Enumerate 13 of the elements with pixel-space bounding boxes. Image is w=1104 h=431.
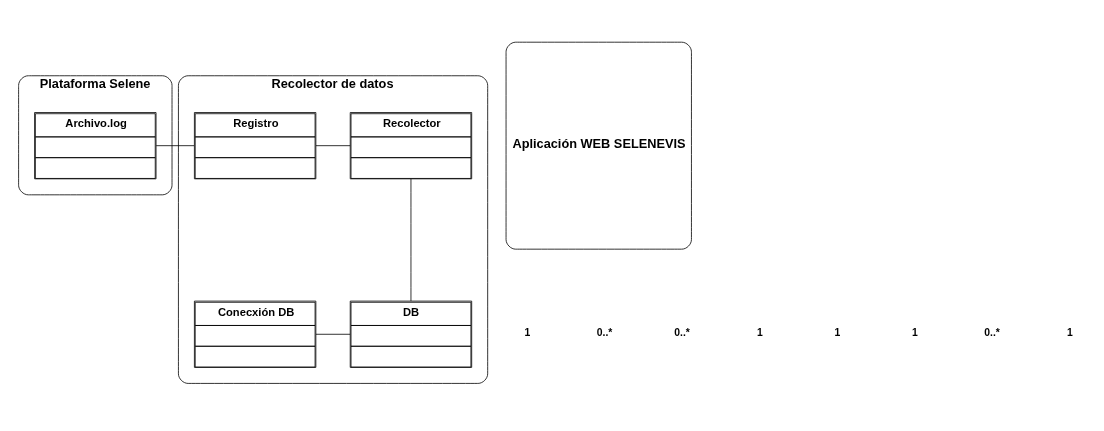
node-box: Aplicación WEB SELENEVIS — [505, 41, 692, 250]
label: 1 — [756, 326, 763, 338]
label: 0..* — [984, 326, 1000, 338]
label: 0..* — [674, 326, 690, 338]
connector — [410, 178, 412, 301]
connector — [315, 144, 351, 146]
connector — [315, 333, 351, 335]
label: 1 — [834, 326, 841, 338]
label: 1 — [1067, 326, 1073, 338]
label: 0..* — [596, 326, 613, 338]
label: 1 — [524, 326, 531, 338]
connector — [155, 144, 195, 146]
label: 1 — [911, 326, 918, 338]
